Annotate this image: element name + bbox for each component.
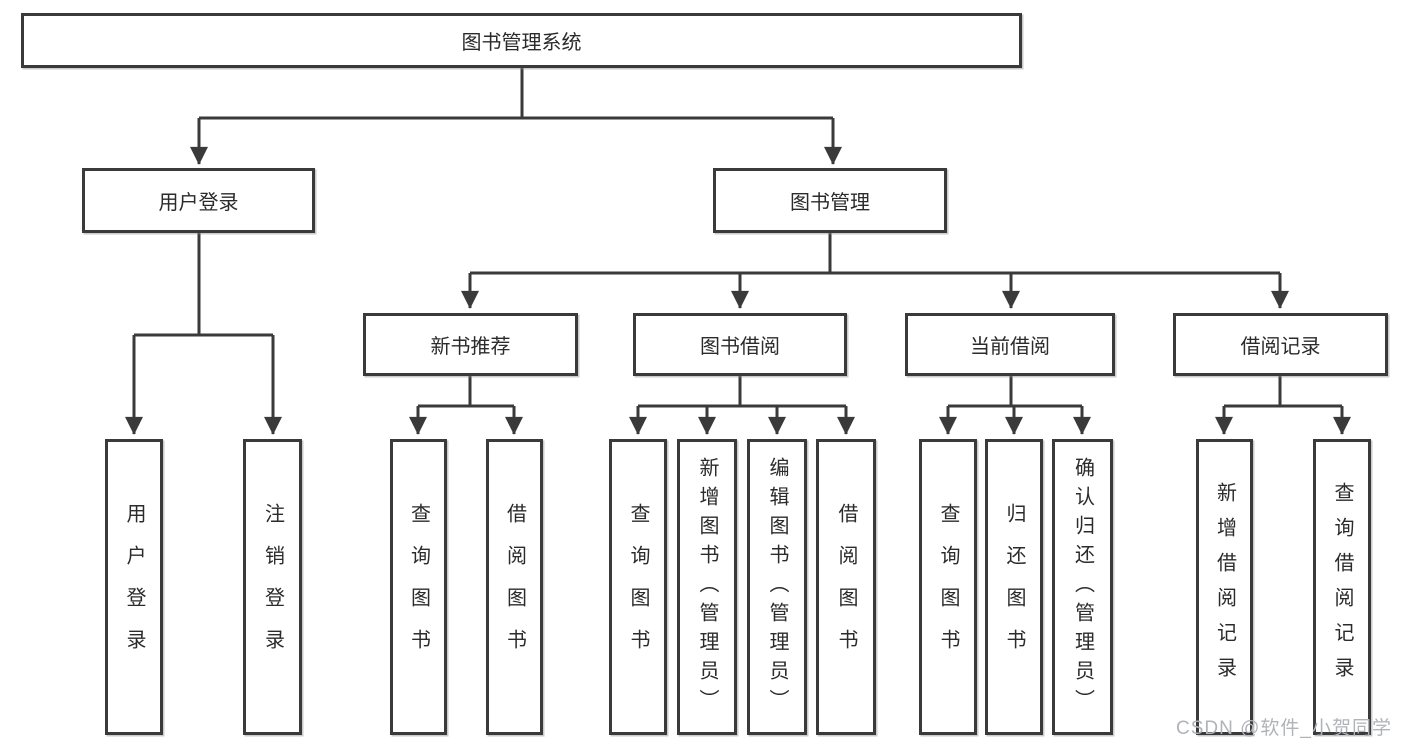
- leaf-cb-confirm-return-admin-label: 确认归还（管理员）: [1071, 456, 1094, 718]
- leaf-nb-query-books: 查询图书: [390, 439, 447, 735]
- leaf-bb-edit-books-admin-label: 编辑图书（管理员）: [766, 456, 788, 718]
- node-user-login-label: 用户登录: [158, 192, 239, 214]
- node-book-management: 图书管理: [713, 168, 947, 233]
- leaf-bb-borrow-books-label: 借阅图书: [835, 503, 857, 671]
- leaf-br-add-record: 新增借阅记录: [1196, 439, 1253, 735]
- node-root-library-system: 图书管理系统: [21, 13, 1022, 68]
- leaf-cb-return-books-label: 归还图书: [1003, 503, 1025, 671]
- node-current-borrow: 当前借阅: [905, 313, 1115, 376]
- leaf-logout: 注销登录: [243, 439, 302, 735]
- leaf-bb-borrow-books: 借阅图书: [816, 439, 876, 735]
- leaf-bb-edit-books-admin: 编辑图书（管理员）: [747, 439, 807, 735]
- node-new-book-recommend: 新书推荐: [363, 313, 578, 376]
- node-user-login: 用户登录: [82, 168, 315, 233]
- leaf-nb-borrow-books-label: 借阅图书: [503, 503, 526, 671]
- leaf-logout-label: 注销登录: [261, 503, 284, 671]
- leaf-br-add-record-label: 新增借阅记录: [1213, 482, 1236, 692]
- leaf-cb-confirm-return-admin: 确认归还（管理员）: [1052, 439, 1113, 735]
- leaf-bb-query-books: 查询图书: [609, 439, 667, 735]
- node-borrow-records: 借阅记录: [1173, 313, 1388, 376]
- node-borrow-records-label: 借阅记录: [1240, 336, 1321, 358]
- leaf-nb-borrow-books: 借阅图书: [486, 439, 543, 735]
- leaf-bb-query-books-label: 查询图书: [627, 503, 649, 671]
- leaf-user-login: 用户登录: [105, 439, 163, 735]
- leaf-bb-add-books-admin: 新增图书（管理员）: [677, 439, 737, 735]
- node-book-management-label: 图书管理: [790, 192, 870, 214]
- node-root-label: 图书管理系统: [461, 32, 582, 54]
- leaf-cb-return-books: 归还图书: [985, 439, 1043, 735]
- csdn-watermark: CSDN @软件_小贺同学: [1176, 718, 1392, 739]
- node-book-borrow: 图书借阅: [633, 313, 847, 376]
- leaf-br-query-record-label: 查询借阅记录: [1331, 482, 1353, 692]
- leaf-cb-query-books-label: 查询图书: [937, 503, 959, 671]
- leaf-bb-add-books-admin-label: 新增图书（管理员）: [696, 456, 718, 718]
- node-new-book-recommend-label: 新书推荐: [430, 336, 511, 358]
- leaf-user-login-label: 用户登录: [123, 503, 145, 671]
- leaf-br-query-record: 查询借阅记录: [1313, 439, 1371, 735]
- node-book-borrow-label: 图书借阅: [700, 336, 780, 358]
- leaf-nb-query-books-label: 查询图书: [407, 503, 430, 671]
- node-current-borrow-label: 当前借阅: [970, 336, 1050, 358]
- leaf-cb-query-books: 查询图书: [919, 439, 977, 735]
